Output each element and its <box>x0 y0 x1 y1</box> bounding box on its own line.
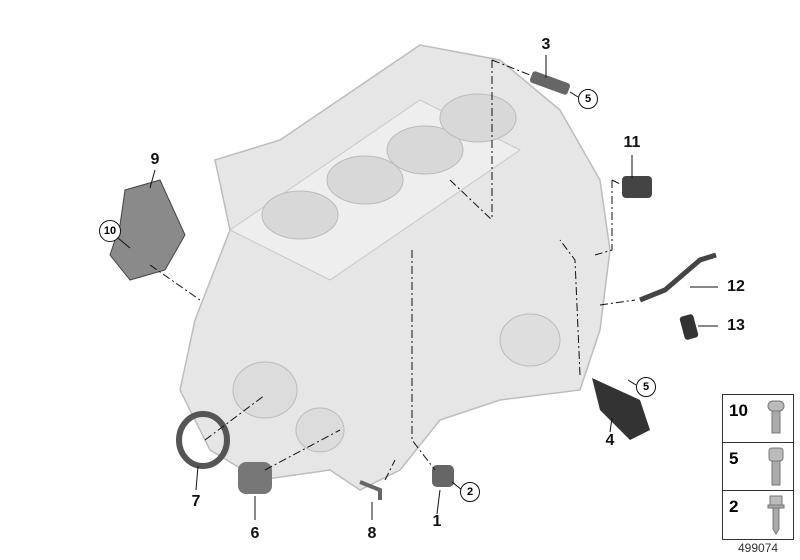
callout-3: 3 <box>541 36 551 53</box>
part-9-bracket <box>109 179 186 281</box>
flange-bolt-icon <box>767 495 785 535</box>
legend-label: 2 <box>729 497 739 516</box>
callout-5-circled: 5 <box>578 89 598 109</box>
image-number: 499074 <box>738 541 779 555</box>
legend-label: 10 <box>729 401 748 420</box>
callout-13: 13 <box>727 317 745 334</box>
part-4-valve <box>592 378 650 440</box>
part-8-clip <box>359 480 382 500</box>
part-13-plug <box>679 314 699 340</box>
part-3-sensor <box>529 71 571 95</box>
callout-6: 6 <box>250 525 260 542</box>
callout-4: 4 <box>605 432 615 449</box>
part-12-sensor <box>639 252 717 303</box>
callout-12: 12 <box>727 278 745 295</box>
callout-5-circled: 5 <box>636 377 656 397</box>
legend-row-10: 10 <box>723 395 793 443</box>
part-6-plug <box>238 462 272 494</box>
legend-label: 5 <box>729 449 739 468</box>
torx-bolt-icon <box>767 400 785 434</box>
callout-11: 11 <box>623 134 641 151</box>
callout-2-circled: 2 <box>460 482 480 502</box>
legend-row-5: 5 <box>723 443 793 491</box>
socket-bolt-icon <box>768 447 784 486</box>
callout-lines <box>117 55 718 520</box>
engine-block <box>179 44 611 491</box>
part-7-seal-ring <box>176 411 230 469</box>
callout-1: 1 <box>432 513 442 530</box>
callout-9: 9 <box>150 151 160 168</box>
part-11-sensor <box>622 176 652 198</box>
fastener-legend: 10 5 2 <box>722 394 794 540</box>
leader-lines <box>149 59 636 481</box>
callout-8: 8 <box>367 525 377 542</box>
legend-row-2: 2 <box>723 491 793 539</box>
callout-7: 7 <box>191 493 201 510</box>
part-1-sensor <box>432 465 454 487</box>
callout-10-circled: 10 <box>99 220 121 242</box>
